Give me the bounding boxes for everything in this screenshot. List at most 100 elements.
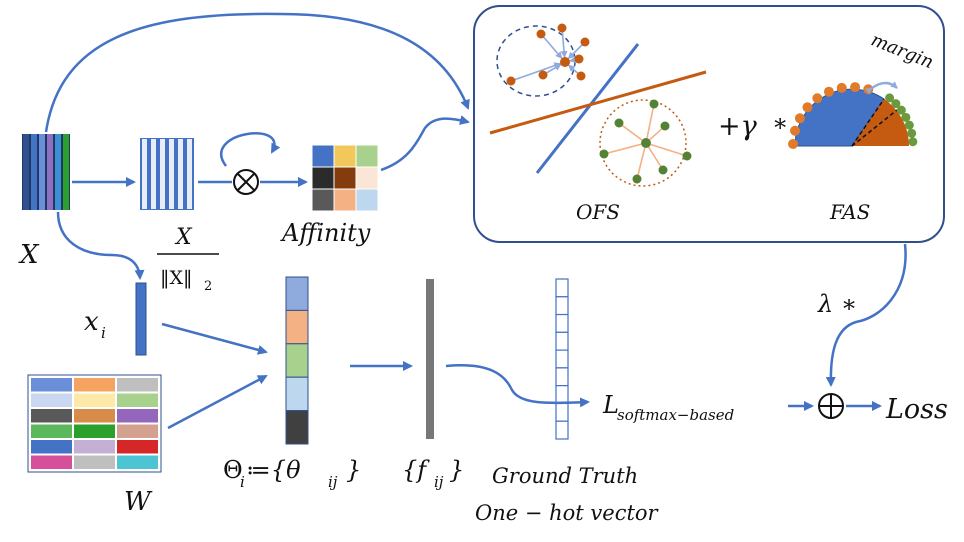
normalized-matrix-column — [142, 139, 147, 209]
label-margin: margin — [868, 29, 936, 73]
w-matrix-cell — [31, 393, 72, 407]
cluster-point — [649, 99, 659, 109]
fas-point — [908, 137, 918, 147]
cluster-arrow — [646, 103, 655, 139]
arrow-box-to-oplus — [825, 243, 907, 387]
cluster-center — [641, 138, 651, 148]
label-x: X — [18, 240, 40, 270]
input-matrix-x — [22, 134, 70, 210]
fas-point — [850, 82, 861, 93]
affinity-cell — [311, 188, 335, 212]
x-matrix-column — [31, 134, 37, 210]
arrow-x-to-xi — [56, 211, 145, 280]
label-fas: FAS — [829, 200, 870, 224]
one-hot-vector — [555, 278, 569, 440]
arrow-affinity-to-box — [380, 115, 470, 172]
cluster-point — [574, 54, 584, 64]
label-theta-close: } — [346, 456, 361, 484]
normalized-matrix-column — [187, 139, 192, 209]
w-matrix-cell — [74, 393, 115, 407]
margin-arrow — [865, 81, 898, 95]
affinity-cell — [311, 166, 335, 190]
cluster-point — [557, 23, 567, 33]
affinity-cell — [355, 166, 379, 190]
label-f-close: } — [449, 456, 464, 484]
w-matrix-cell — [117, 455, 158, 469]
x-matrix-column — [63, 134, 69, 210]
label-f-open: {f — [402, 456, 430, 484]
w-matrix-cell — [31, 455, 72, 469]
one-hot-cell — [555, 296, 569, 316]
fas-point — [907, 128, 917, 138]
w-matrix-cell — [31, 409, 72, 423]
theta-vector — [285, 276, 309, 445]
w-matrix-cell — [117, 424, 158, 438]
fas-point — [812, 93, 823, 104]
label-star: ∗ — [772, 109, 788, 137]
label-lambda: λ ∗ — [817, 290, 857, 318]
label-xi-subscript: i — [101, 324, 106, 342]
w-matrix-cell — [31, 440, 72, 454]
x-matrix-column — [39, 134, 45, 210]
label-affinity: Affinity — [280, 219, 371, 247]
affinity-cell — [355, 144, 379, 168]
separator-blue-line — [535, 43, 640, 174]
fas-point — [904, 120, 914, 130]
fas-point — [802, 102, 813, 113]
arrow-w-to-theta — [167, 374, 268, 430]
x-matrix-background — [22, 134, 70, 210]
one-hot-cell — [555, 367, 569, 387]
theta-cell — [285, 410, 309, 445]
w-matrix-cell — [74, 424, 115, 438]
one-hot-cell — [555, 278, 569, 298]
w-matrix-cell — [31, 424, 72, 438]
cluster-point — [614, 118, 624, 128]
w-matrix-cell — [117, 440, 158, 454]
label-x-norm-denominator: ‖X‖ — [160, 267, 193, 289]
cluster-point — [682, 151, 692, 161]
fas-point — [790, 125, 801, 136]
x-matrix-column — [23, 134, 29, 210]
fij-bar — [426, 279, 434, 439]
xi-vector — [135, 282, 147, 356]
label-loss-L: L — [602, 391, 619, 419]
arrow-fij-to-loss — [445, 364, 590, 408]
affinity-cell — [355, 188, 379, 212]
cluster-point — [632, 174, 642, 184]
one-hot-cell — [555, 313, 569, 333]
fas-dashed-b — [851, 109, 898, 147]
affinity-cell — [333, 144, 357, 168]
cluster-point — [599, 149, 609, 159]
cluster-point — [538, 70, 548, 80]
fas-point — [885, 93, 895, 103]
w-matrix-cell — [74, 409, 115, 423]
cluster-point — [536, 29, 546, 39]
one-hot-cell — [555, 349, 569, 369]
label-loss: Loss — [885, 394, 948, 425]
cluster-arrow — [636, 147, 646, 180]
cluster-point — [506, 76, 516, 86]
x-matrix-column — [55, 134, 61, 210]
w-matrix-cell — [117, 393, 158, 407]
cluster-arrow — [560, 27, 568, 59]
normalized-matrix-column — [151, 139, 156, 209]
fas-point — [788, 138, 799, 149]
cluster-point — [658, 165, 668, 175]
regularizer-box — [473, 5, 945, 243]
normalized-matrix-column — [160, 139, 165, 209]
w-matrix-cell — [74, 455, 115, 469]
weight-matrix-w — [27, 374, 162, 473]
label-loss-subscript: softmax−based — [617, 406, 734, 424]
label-theta-lhs: Θ — [223, 456, 243, 484]
otimes-cross-b — [236, 172, 256, 192]
cluster-center — [560, 57, 570, 67]
cluster-arrow — [510, 62, 562, 82]
w-matrix-cell — [74, 378, 115, 392]
label-w: W — [124, 487, 153, 517]
one-hot-cell — [555, 402, 569, 422]
affinity-cell — [333, 166, 357, 190]
cluster-point — [576, 71, 586, 81]
normalized-matrix-column — [169, 139, 174, 209]
fas-point — [863, 84, 874, 95]
w-matrix-cell — [117, 409, 158, 423]
